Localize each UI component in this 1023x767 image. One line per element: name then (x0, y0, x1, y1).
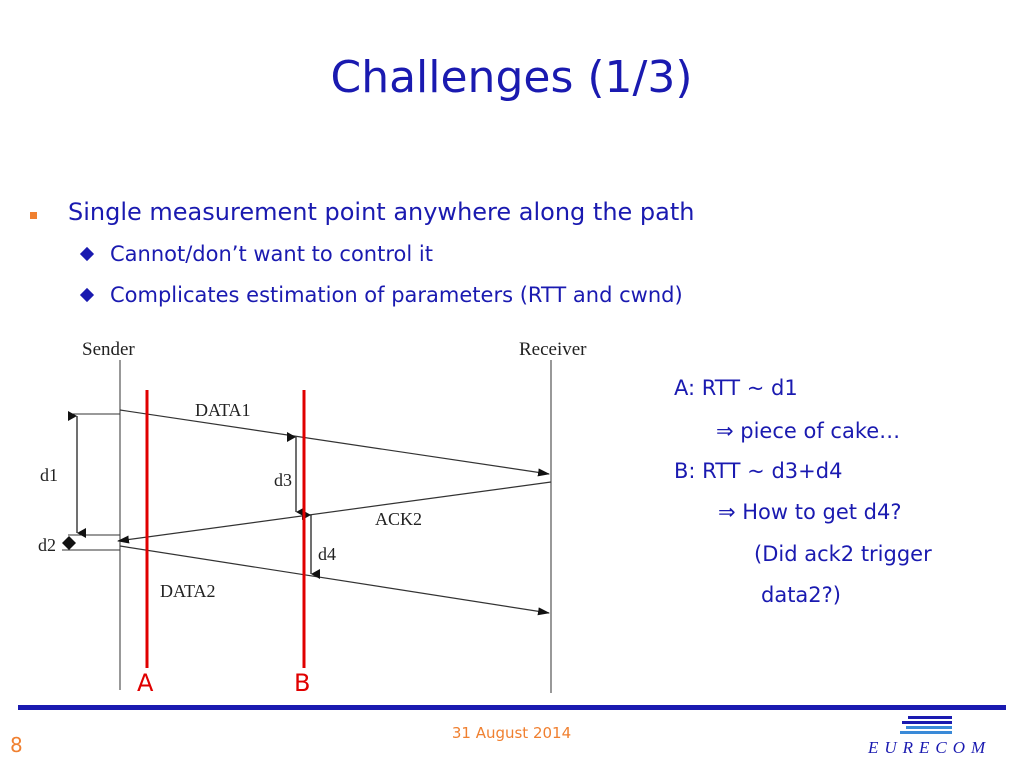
ack2-label: ACK2 (375, 509, 422, 529)
data1-arrow (119, 409, 550, 477)
receiver-label: Receiver (519, 339, 587, 360)
sub-bullet-text: Complicates estimation of parameters (RT… (110, 283, 683, 307)
sender-label: Sender (82, 339, 135, 360)
footer-divider (18, 705, 1006, 710)
note-line-3: B: RTT ~ d3+d4 (674, 459, 843, 483)
data1-label: DATA1 (195, 400, 251, 420)
main-bullet-text: Single measurement point anywhere along … (68, 198, 695, 226)
data2-label: DATA2 (160, 581, 216, 601)
d4-label: d4 (318, 544, 336, 564)
logo-text: EURECOM (868, 738, 992, 757)
eurecom-logo-icon (900, 716, 952, 734)
note-line-2: ⇒ piece of cake… (716, 419, 901, 443)
d2-double-arrow (62, 536, 76, 550)
data2-arrow (119, 545, 550, 616)
page-number: 8 (10, 733, 23, 757)
note-line-4: ⇒ How to get d4? (718, 500, 902, 524)
d3-label: d3 (274, 470, 292, 490)
marker-b-label: B (294, 669, 311, 697)
note-line-5: (Did ack2 trigger (754, 542, 932, 566)
slide-title: Challenges (1/3) (330, 52, 693, 103)
ack2-arrow (117, 481, 552, 544)
footer-date: 31 August 2014 (451, 724, 572, 742)
note-line-1: A: RTT ~ d1 (674, 376, 798, 400)
note-line-6: data2?) (761, 583, 842, 607)
sub-bullet-text: Cannot/don’t want to control it (110, 242, 433, 266)
d2-label: d2 (38, 535, 56, 555)
d1-label: d1 (40, 465, 58, 485)
marker-a-label: A (137, 669, 154, 697)
square-bullet-icon (30, 212, 37, 219)
